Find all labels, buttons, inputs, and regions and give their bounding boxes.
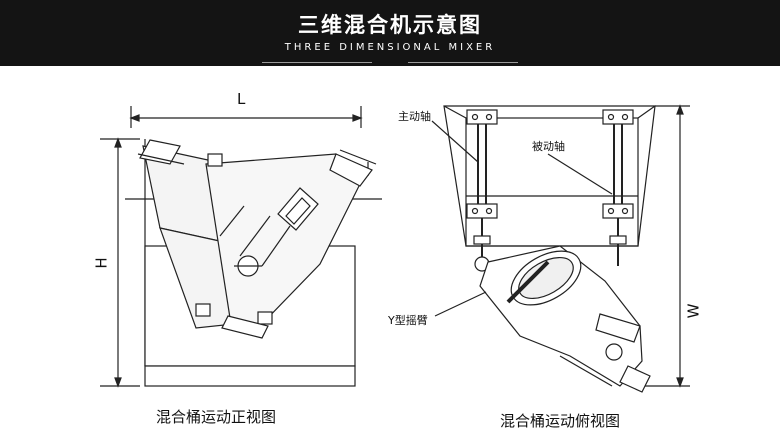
front-view-caption: 混合桶运动正视图 — [156, 408, 277, 426]
top-view-drawing — [431, 104, 690, 393]
front-height-label: H — [92, 257, 111, 269]
banner-title: 三维混合机示意图 — [298, 13, 482, 37]
front-view-drawing — [100, 106, 382, 388]
top-width-label: W — [684, 303, 703, 319]
front-width-label: L — [237, 90, 246, 108]
y-arm-label: Y型摇臂 — [388, 314, 428, 327]
driving-shaft-label: 主动轴 — [398, 110, 431, 123]
mixer-diagram: L H 混合桶运动正视图 主动轴 被动轴 Y型摇臂 W 混合桶运动俯视图 — [0, 66, 780, 444]
top-view-caption: 混合桶运动俯视图 — [500, 412, 621, 430]
banner-subtitle: THREE DIMENSIONAL MIXER — [284, 42, 496, 53]
title-banner: 三维混合机示意图 THREE DIMENSIONAL MIXER — [0, 0, 780, 66]
driven-shaft-label: 被动轴 — [532, 140, 565, 153]
mixer-diagram-svg — [100, 104, 690, 393]
banner-rule-right — [408, 62, 518, 63]
banner-rule-left — [262, 62, 372, 63]
